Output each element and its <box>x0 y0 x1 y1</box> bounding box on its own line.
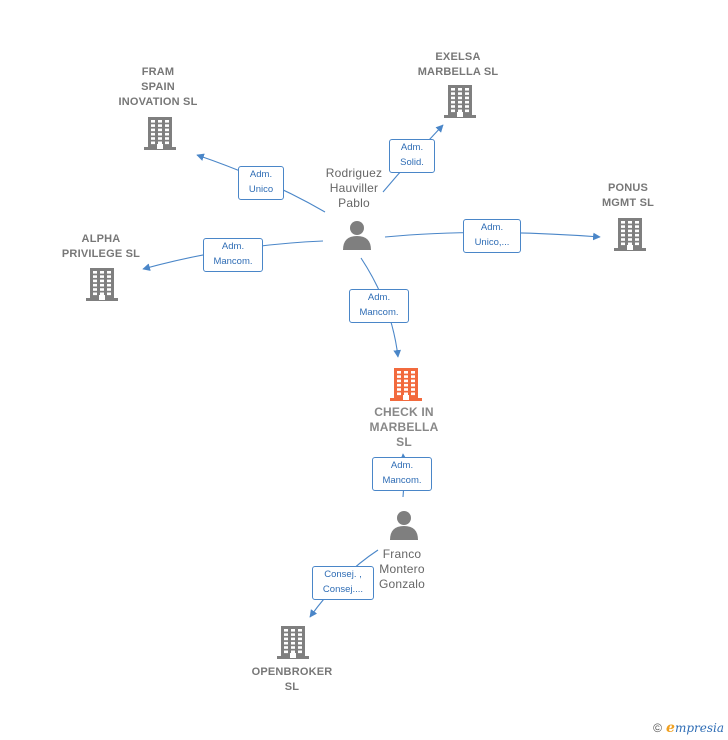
node-label-openbroker[interactable]: OPENBROKER SL <box>251 666 333 693</box>
edge-label-to-exelsa: Adm. Solid. <box>389 139 435 173</box>
building-icon[interactable] <box>444 84 476 123</box>
building-icon[interactable] <box>86 267 118 306</box>
building-icon[interactable] <box>144 116 176 155</box>
building-icon[interactable] <box>390 367 422 406</box>
footer-watermark: © empresia <box>653 720 724 736</box>
edge-label-to-openbroker: Consej. , Consej.... <box>312 566 374 600</box>
node-label-franco[interactable]: Franco Montero Gonzalo <box>378 547 426 591</box>
node-label-exelsa[interactable]: EXELSA MARBELLA SL <box>417 51 499 78</box>
copyright-icon: © <box>653 721 663 735</box>
edge-label-to-alpha: Adm. Mancom. <box>203 238 263 272</box>
edge-label-to-check-in: Adm. Mancom. <box>349 289 409 323</box>
node-label-alpha[interactable]: ALPHA PRIVILEGE SL <box>61 233 141 260</box>
edge-label-franco-check-in: Adm. Mancom. <box>372 457 432 491</box>
building-icon[interactable] <box>614 217 646 256</box>
node-label-ponus[interactable]: PONUS MGMT SL <box>601 182 655 209</box>
building-icon[interactable] <box>277 625 309 664</box>
brand-logo: empresia <box>666 720 724 736</box>
node-label-fram-spain[interactable]: FRAM SPAIN INOVATION SL <box>118 66 198 108</box>
person-icon[interactable] <box>388 510 420 545</box>
edge-label-to-ponus: Adm. Unico,... <box>463 219 521 253</box>
edge-label-to-fram: Adm. Unico <box>238 166 284 200</box>
person-icon[interactable] <box>341 220 373 255</box>
node-label-rodriguez[interactable]: Rodriguez Hauviller Pablo <box>325 166 383 210</box>
node-label-check-in[interactable]: CHECK IN MARBELLA SL <box>369 405 439 449</box>
